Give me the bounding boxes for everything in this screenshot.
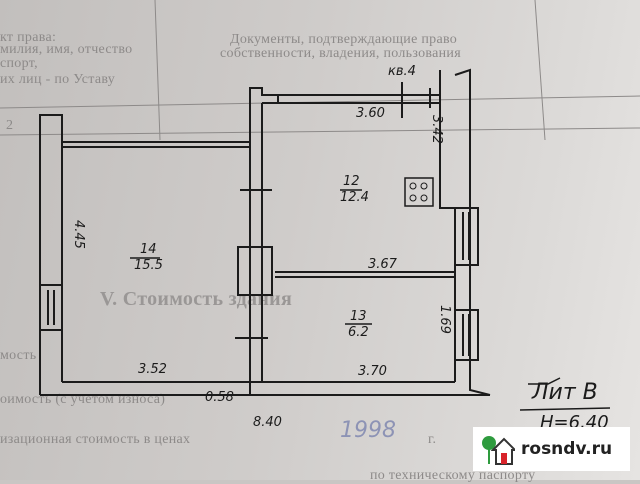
form-text: мость xyxy=(0,348,37,363)
form-text: кт права: xyxy=(0,30,57,45)
wall-left xyxy=(39,114,63,395)
stove xyxy=(237,246,273,296)
wall-middle xyxy=(249,87,440,395)
house-tree-icon xyxy=(482,436,515,465)
dim-bottom-right: 3.70 xyxy=(358,364,387,379)
form-text: милия, имя, отчество xyxy=(0,42,133,57)
dim-wall: 0.58 xyxy=(205,390,234,405)
dim-top: 3.60 xyxy=(356,106,385,121)
dim-partition: 3.67 xyxy=(368,257,397,272)
form-text: Документы, подтверждающие право xyxy=(230,32,458,47)
window-right-upper xyxy=(454,207,479,266)
dim-bottom-left: 3.52 xyxy=(138,362,167,377)
room-13-number: 13 xyxy=(350,309,367,324)
room-14-number: 14 xyxy=(140,242,157,257)
form-text: их лиц - по Уставу xyxy=(0,72,116,87)
stove-hob-icon xyxy=(404,177,434,207)
window-left xyxy=(39,284,63,331)
section-title: V. Стоимость здания xyxy=(100,288,293,310)
room-13-area: 6.2 xyxy=(348,325,369,340)
dim-left: 4.45 xyxy=(71,220,86,249)
window-right-lower xyxy=(454,309,479,361)
form-text: г. xyxy=(428,432,437,447)
room-12-area: 12.4 xyxy=(340,190,369,205)
form-text: 2 xyxy=(6,118,14,133)
form-text: спорт, xyxy=(0,56,38,71)
form-text: собственности, владения, пользования xyxy=(220,46,461,61)
room-14-area: 15.5 xyxy=(134,258,163,273)
building-letter: Лит В xyxy=(532,380,598,405)
wall-right xyxy=(439,70,456,382)
site-logo[interactable]: rosndv.ru xyxy=(473,427,630,471)
dim-right-upper: 3.42 xyxy=(429,115,444,144)
logo-text: rosndv.ru xyxy=(521,439,613,459)
dim-total: 8.40 xyxy=(253,415,282,430)
apartment-label: кв.4 xyxy=(388,64,416,79)
year-value: 1998 xyxy=(340,418,396,443)
room-12-number: 12 xyxy=(343,174,360,189)
dim-right-lower: 1.69 xyxy=(437,305,452,334)
form-text: изационная стоимость в ценах xyxy=(0,432,191,447)
form-text: по техническому паспорту xyxy=(370,468,536,483)
